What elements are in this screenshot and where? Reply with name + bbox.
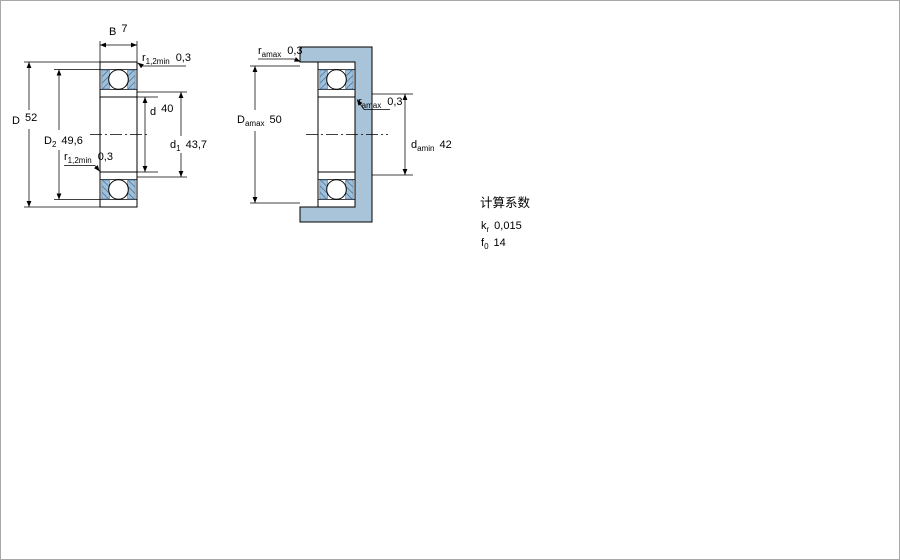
bearing-section-top-right	[317, 61, 356, 98]
leader-arrow	[293, 57, 301, 62]
bearing-section-top-left	[99, 61, 138, 98]
leader-arrow	[356, 99, 365, 110]
leader-arrow	[137, 62, 144, 69]
bearing-section-bottom-left	[99, 171, 138, 208]
calculation-factors-title: 计算系数	[480, 195, 531, 210]
leader-arrow	[93, 165, 100, 172]
bearing-section-bottom-right	[317, 171, 356, 208]
